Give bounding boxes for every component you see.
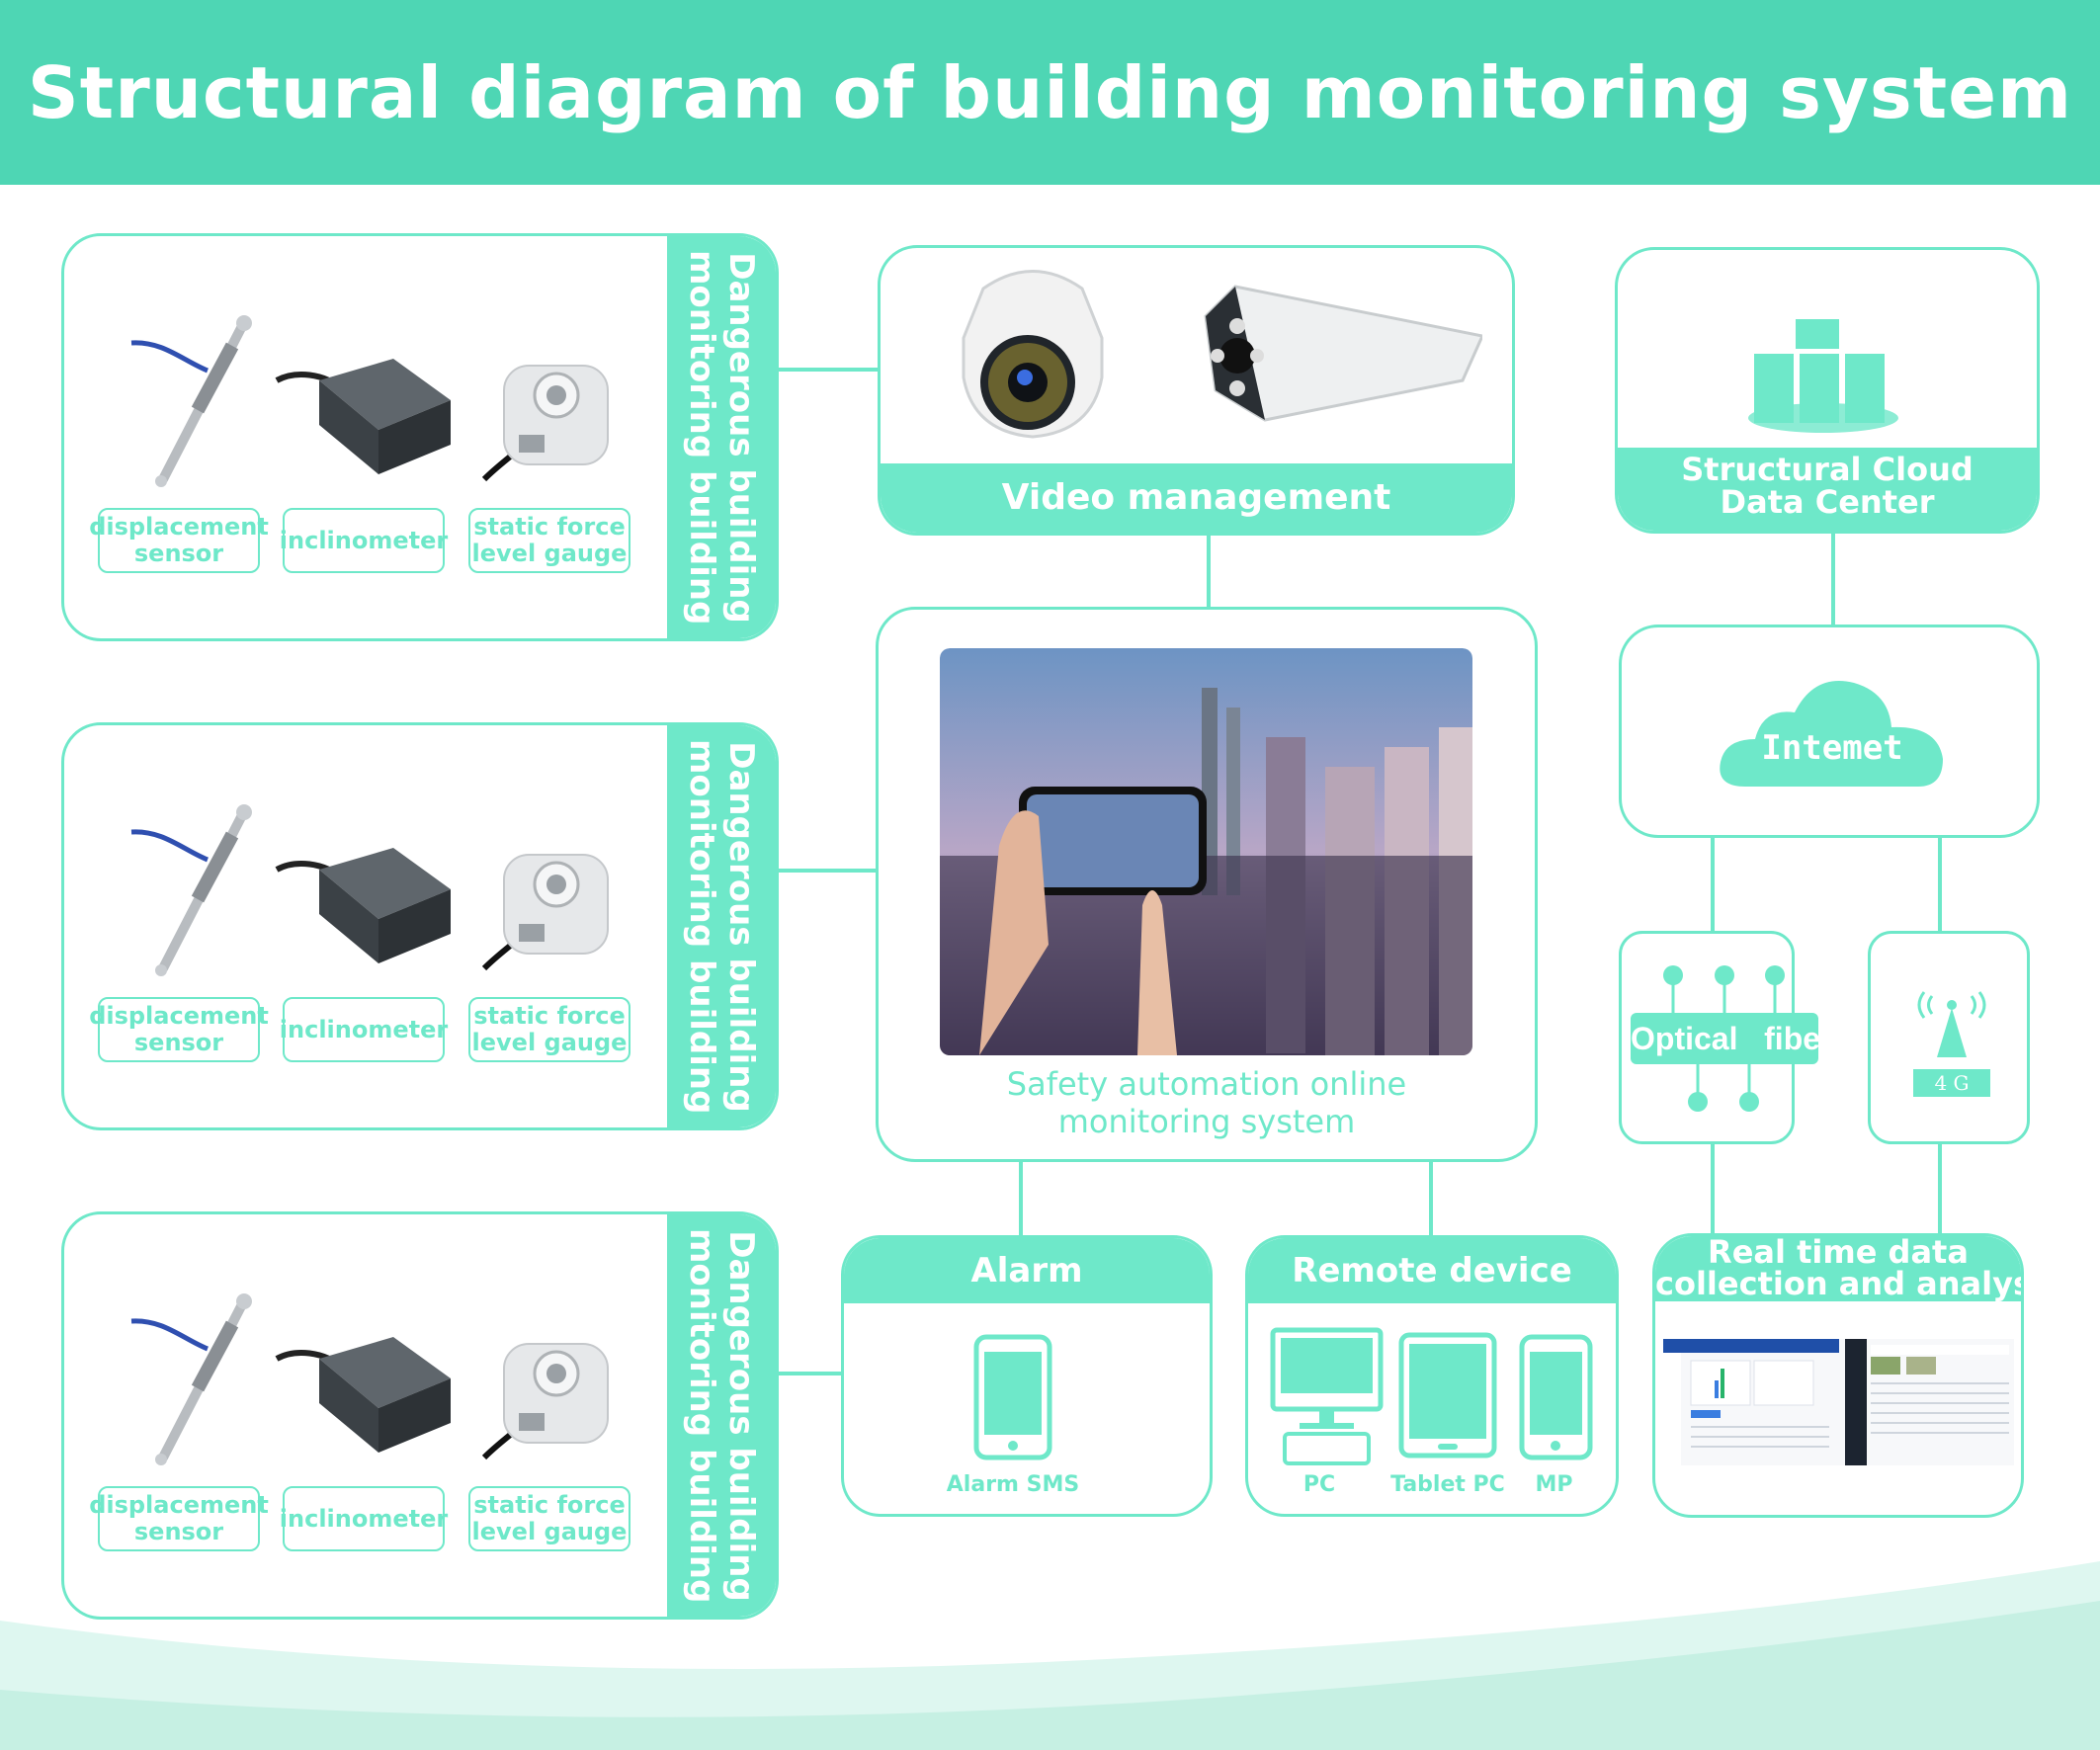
connector <box>1429 1161 1433 1235</box>
city-photo <box>940 648 1472 1055</box>
connector <box>1831 532 1835 625</box>
connector <box>1711 1143 1715 1235</box>
cloud-data-center-title: Structural Cloud Data Center <box>1618 448 2037 531</box>
internet-label: Intemet <box>1761 728 1903 768</box>
connector <box>1938 1143 1942 1235</box>
alarm-management-title: Alarm management <box>844 1238 1210 1356</box>
antenna-signal-icon <box>1917 991 1986 1057</box>
static-force-level-gauge-image <box>481 365 609 482</box>
sensor-chip-level-gauge: static force level gauge <box>468 997 630 1062</box>
4g-label: 4 G <box>1913 1069 1990 1097</box>
decorative-wave <box>0 1561 2100 1750</box>
building-label-band: Dangerous building monitoring building 3 <box>667 1214 776 1617</box>
connector <box>1019 1161 1023 1235</box>
sensor-chip-displacement: displacement sensor <box>89 997 269 1062</box>
video-management-title: Video management <box>881 463 1512 533</box>
cloud-icon <box>1720 681 1943 787</box>
bullet-camera-icon <box>1204 285 1482 422</box>
phone-icon <box>973 1334 1052 1460</box>
connector <box>1938 836 1942 931</box>
inclinometer-image <box>275 359 451 474</box>
connector <box>1711 836 1715 931</box>
remote-device-control-title: Remote device control <box>1248 1238 1616 1356</box>
page-title: Structural diagram of building monitorin… <box>27 51 2073 134</box>
static-force-level-gauge-image <box>481 854 609 971</box>
building-label-band: Dangerous building monitoring building 2 <box>667 725 776 1127</box>
displacement-sensor-image <box>130 804 252 976</box>
sensor-chip-inclinometer: inclinometer <box>280 508 448 573</box>
mp-label: MP <box>1535 1472 1573 1497</box>
connector <box>1207 534 1211 609</box>
realtime-data-title: Real time data collection and analysis <box>1655 1236 2021 1301</box>
sensor-chip-inclinometer: inclinometer <box>280 997 448 1062</box>
mobile-phone-icon <box>1519 1334 1593 1460</box>
dashboard-screenshot <box>1663 1339 2014 1465</box>
building-label-band: Dangerous building monitoring building 1 <box>667 236 776 638</box>
pc-label: PC <box>1302 1472 1336 1497</box>
header-banner: Structural diagram of building monitorin… <box>0 0 2100 185</box>
sensor-chip-displacement: displacement sensor <box>89 1486 269 1551</box>
static-force-level-gauge-image <box>481 1343 609 1460</box>
alarm-management-box: Alarm management <box>841 1235 1213 1517</box>
connector <box>777 869 878 873</box>
building-label: Dangerous building monitoring building 2 <box>682 738 761 1128</box>
servers-icon <box>1748 319 1898 433</box>
tablet-pc-label: Tablet PC <box>1390 1472 1505 1497</box>
building-label: Dangerous building monitoring building 1 <box>682 249 761 639</box>
pc-icon <box>1270 1327 1384 1465</box>
displacement-sensor-image <box>130 315 252 487</box>
connector <box>777 368 880 372</box>
optical-fiber-label: Optical fiber <box>1631 1013 1832 1064</box>
connector <box>777 1372 842 1375</box>
tablet-icon <box>1398 1332 1497 1458</box>
inclinometer-image <box>275 1337 451 1453</box>
sensor-chip-level-gauge: static force level gauge <box>468 1486 630 1551</box>
network-nodes-icon <box>1663 965 1785 1112</box>
sensor-chip-displacement: displacement sensor <box>89 508 269 573</box>
alarm-sms-label: Alarm SMS <box>946 1472 1080 1497</box>
displacement-sensor-image <box>130 1293 252 1465</box>
dome-camera-icon <box>962 270 1104 439</box>
sensor-chip-inclinometer: inclinometer <box>280 1486 448 1551</box>
monitoring-system-caption: Safety automation online monitoring syst… <box>1006 1065 1407 1140</box>
sensor-chip-level-gauge: static force level gauge <box>468 508 630 573</box>
inclinometer-image <box>275 848 451 963</box>
